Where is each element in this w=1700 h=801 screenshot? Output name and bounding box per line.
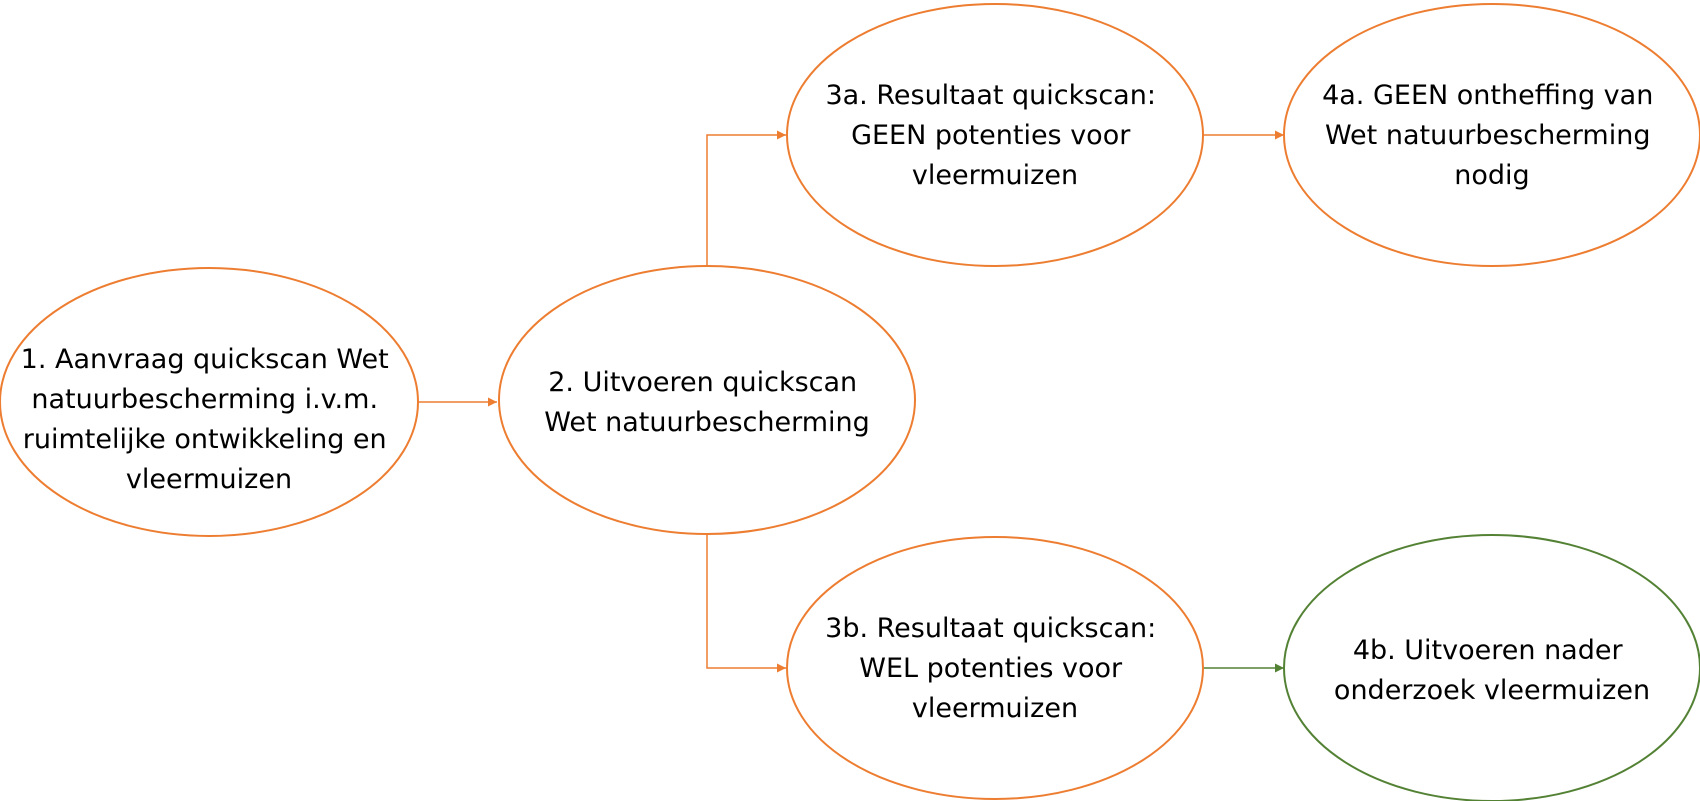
node-label-line: vleermuizen: [912, 160, 1078, 191]
node-label: 3a. Resultaat quickscan: GEEN potenties …: [825, 80, 1164, 191]
node-label-line: WEL potenties voor: [859, 653, 1123, 684]
edge-n2-n3a: [706, 130, 786, 266]
node-label-line: 3b. Resultaat quickscan:: [825, 613, 1156, 644]
node-label-line: ruimtelijke ontwikkeling en: [23, 424, 387, 455]
node-label-line: 2. Uitvoeren quickscan: [548, 367, 857, 398]
node-label-line: 1. Aanvraag quickscan Wet: [21, 344, 389, 375]
node-label: 1. Aanvraag quickscan Wet natuurbescherm…: [21, 344, 398, 495]
node-label: 3b. Resultaat quickscan: WEL potenties v…: [825, 613, 1165, 724]
connectors: [418, 130, 1284, 673]
node-ellipse: [1283, 3, 1700, 267]
node-label-line: vleermuizen: [912, 693, 1078, 724]
node-label-line: onderzoek vleermuizen: [1334, 675, 1650, 706]
edge-n2-n3b: [706, 534, 786, 673]
node-label-line: Wet natuurbescherming: [1325, 120, 1651, 151]
node-ellipse: [0, 267, 419, 537]
node-label-line: 3a. Resultaat quickscan:: [825, 80, 1155, 111]
node-label-line: 4b. Uitvoeren nader: [1353, 635, 1624, 666]
node-label-line: GEEN potenties voor: [851, 120, 1131, 151]
node-label-line: nodig: [1454, 160, 1529, 191]
node-label-line: vleermuizen: [126, 464, 292, 495]
node-label: 4b. Uitvoeren nader onderzoek vleermuize…: [1334, 635, 1650, 706]
node-label-line: Wet natuurbescherming: [544, 407, 870, 438]
node-ellipse: [786, 536, 1204, 800]
node-label-line: 4a. GEEN ontheffing van: [1322, 80, 1653, 111]
node-ellipse: [498, 265, 916, 535]
node-label: 2. Uitvoeren quickscan Wet natuurbescher…: [544, 367, 870, 438]
node-label-line: natuurbescherming i.v.m.: [31, 384, 378, 415]
node-4b-nader-onderzoek: 4b. Uitvoeren nader onderzoek vleermuize…: [1283, 534, 1700, 801]
node-4a-geen-ontheffing: 4a. GEEN ontheffing van Wet natuurbesche…: [1283, 3, 1700, 267]
node-3a-geen-potenties: 3a. Resultaat quickscan: GEEN potenties …: [786, 3, 1204, 267]
node-ellipse: [786, 3, 1204, 267]
node-label: 4a. GEEN ontheffing van Wet natuurbesche…: [1322, 80, 1662, 191]
node-2-uitvoeren-quickscan: 2. Uitvoeren quickscan Wet natuurbescher…: [498, 265, 916, 535]
node-3b-wel-potenties: 3b. Resultaat quickscan: WEL potenties v…: [786, 536, 1204, 800]
node-1-aanvraag-quickscan: 1. Aanvraag quickscan Wet natuurbescherm…: [0, 267, 419, 537]
node-ellipse: [1283, 534, 1700, 801]
